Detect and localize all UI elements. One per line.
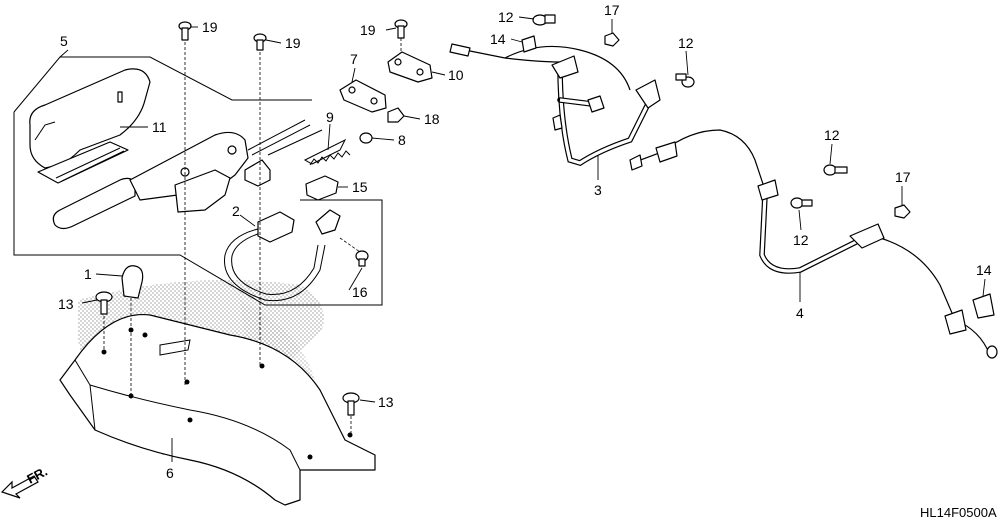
callout-11: 11 [152, 119, 167, 135]
bracket-part-10 [387, 51, 433, 83]
rear-cable-part-3 [449, 43, 661, 167]
bolt-part-12-lower [790, 197, 813, 209]
callout-13-lower: 13 [378, 394, 394, 410]
callout-3: 3 [594, 182, 602, 198]
callout-12-top: 12 [498, 9, 514, 25]
callout-leader-lines [59, 16, 986, 462]
callout-19-middle: 19 [285, 35, 301, 51]
adjuster-rod-part-9 [267, 129, 347, 165]
nut-part-18 [387, 107, 405, 123]
lever-group-outline [13, 56, 383, 306]
brake-lever-part-5 [52, 119, 311, 230]
callout-labels: 5 11 1 2 13 6 13 16 19 19 19 7 10 18 8 9… [58, 2, 992, 481]
diagram-code: HL14F0500A [920, 505, 997, 520]
front-direction-arrow-icon [0, 475, 39, 499]
callout-12-lower: 12 [793, 232, 809, 248]
bolt-part-13-lower [342, 392, 360, 416]
callout-7: 7 [350, 51, 358, 67]
callout-4: 4 [796, 305, 804, 321]
bolt-part-13-upper [95, 291, 113, 315]
callout-14-upper: 14 [490, 31, 506, 47]
assembly-guide-lines [103, 38, 402, 434]
nut-part-17-lower [894, 204, 911, 219]
bolt-part-19-middle [253, 33, 267, 51]
callout-12-middle: 12 [824, 127, 840, 143]
callout-14-lower: 14 [976, 262, 992, 278]
callout-2: 2 [232, 203, 240, 219]
callout-15: 15 [352, 179, 368, 195]
bolt-part-19-left [178, 21, 192, 41]
clip-part-14-lower [972, 293, 995, 319]
callout-9: 9 [326, 109, 334, 125]
bolt-part-12-top [532, 14, 556, 26]
bolt-part-12-right-upper [675, 73, 695, 88]
callout-13-upper: 13 [58, 296, 74, 312]
switch-harness-part-2 [224, 209, 341, 302]
collar-part-8 [359, 132, 373, 144]
callout-17-upper: 17 [604, 2, 620, 18]
rear-cable-part-4 [629, 129, 998, 359]
clip-part-14-upper [521, 35, 537, 53]
callout-1: 1 [84, 266, 92, 282]
equalizer-part-7 [339, 79, 387, 113]
bolt-part-16 [355, 250, 369, 267]
callout-16: 16 [352, 284, 368, 300]
callout-19-left: 19 [202, 19, 218, 35]
lever-cover-part-11 [29, 68, 151, 184]
callout-12-right: 12 [678, 35, 694, 51]
callout-18: 18 [424, 111, 440, 127]
callout-5: 5 [60, 33, 68, 49]
spring-part-9 [309, 150, 351, 166]
grommet-part-1 [121, 265, 144, 299]
callout-10: 10 [448, 67, 464, 83]
floor-bracket-part-6 [59, 313, 376, 506]
switch-part-15 [305, 175, 339, 201]
callout-17-lower: 17 [895, 169, 911, 185]
callout-19-right: 19 [360, 22, 376, 38]
callout-8: 8 [398, 132, 406, 148]
callout-6: 6 [166, 465, 174, 481]
bolt-part-12-middle [823, 164, 848, 176]
bolt-part-19-right [394, 19, 408, 39]
nut-part-17-upper [604, 32, 620, 47]
